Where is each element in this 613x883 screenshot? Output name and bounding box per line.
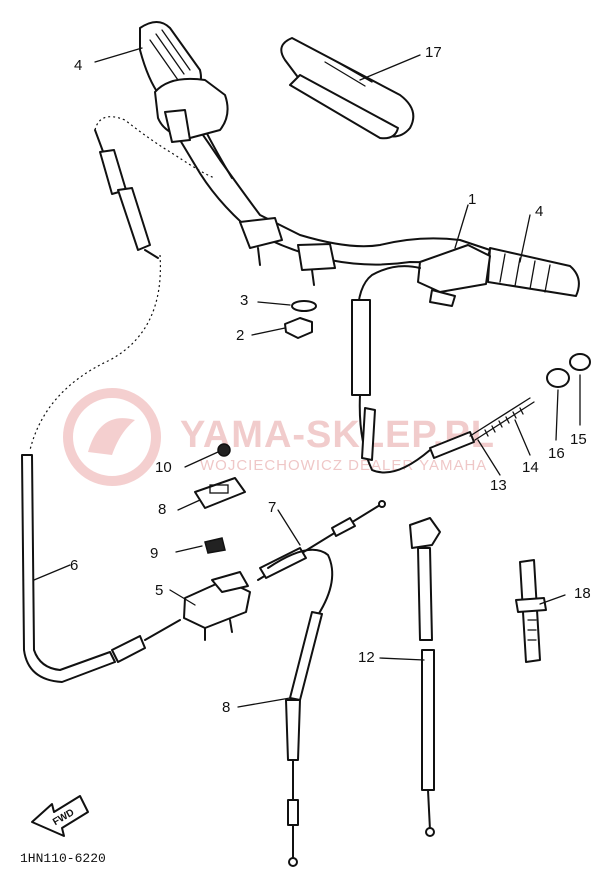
strap-18 — [515, 559, 547, 663]
callout-1: 1 — [468, 191, 476, 208]
callout-10: 9 — [150, 545, 158, 562]
cable-upper — [94, 129, 159, 259]
callout-4-left: 4 — [74, 57, 82, 74]
callout-12: 12 — [358, 649, 375, 666]
cable-13-14 — [358, 353, 591, 474]
watermark-subtitle: WOJCIECHOWICZ DEALER YAMAHA — [200, 457, 487, 474]
callout-8: 8 — [222, 699, 230, 716]
bolt-nut — [284, 300, 317, 339]
switch-5 — [183, 571, 251, 641]
fwd-arrow-icon: FWD — [31, 795, 89, 837]
leader-lines — [33, 47, 581, 708]
callout-3: 3 — [240, 292, 248, 309]
cable-8 — [267, 548, 334, 867]
cable-7 — [257, 500, 386, 581]
callout-7: 7 — [268, 499, 276, 516]
callout-17: 17 — [425, 44, 442, 61]
handlebar — [139, 21, 580, 396]
callout-6: 6 — [70, 557, 78, 574]
callout-5: 5 — [155, 582, 163, 599]
small-parts — [194, 443, 246, 554]
callout-11: 10 — [155, 459, 172, 476]
watermark: YAMA-SKLEP.PL WOJCIECHOWICZ DEALER YAMAH… — [63, 388, 494, 486]
grip-cover — [280, 37, 415, 140]
callout-13: 13 — [490, 477, 507, 494]
callout-18: 18 — [574, 585, 591, 602]
cable-12 — [409, 517, 441, 837]
callout-14: 14 — [522, 459, 539, 476]
callout-labels: 4 17 1 4 3 2 10 8 9 5 6 7 8 12 13 14 15 … — [70, 44, 591, 716]
callout-2: 2 — [236, 327, 244, 344]
callout-15: 15 — [570, 431, 587, 448]
callout-9: 8 — [158, 501, 166, 518]
cable-6 — [21, 454, 181, 683]
drawing-code: 1HN110-6220 — [20, 851, 106, 866]
callout-16: 16 — [548, 445, 565, 462]
callout-4-right: 4 — [535, 203, 543, 220]
